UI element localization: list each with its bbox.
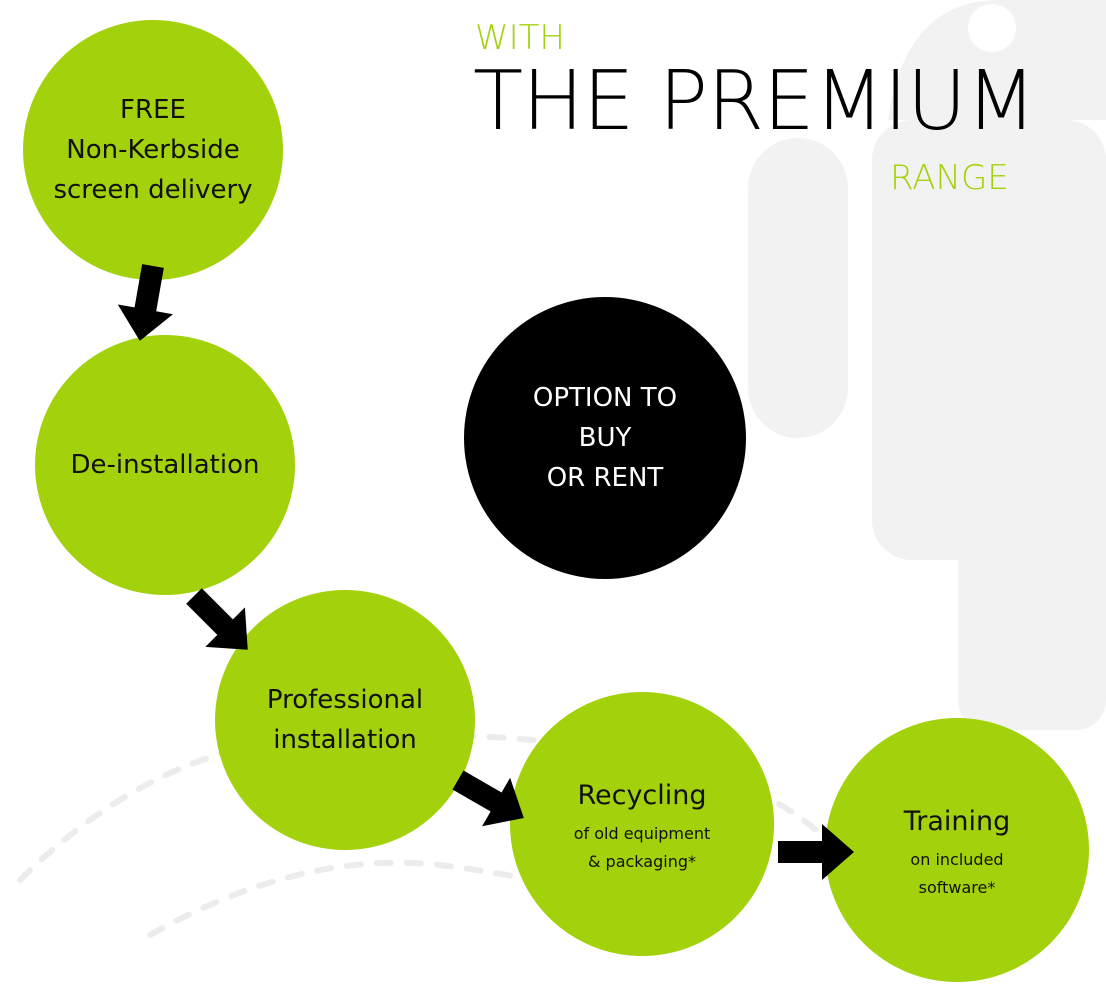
step-training-subtitle-2: software* — [918, 878, 996, 897]
option-line-1: OPTION TO — [532, 383, 678, 413]
step-training-circle: Training on included software* — [825, 718, 1089, 982]
step-deinstallation-circle: De-installation — [35, 335, 295, 595]
decor-figure-arm — [748, 138, 848, 438]
option-line-2: BUY — [578, 423, 632, 453]
step-delivery-line-3: screen delivery — [53, 175, 253, 205]
step-recycling-title: Recycling — [577, 780, 707, 811]
decor-figure-dot — [968, 4, 1016, 52]
step-delivery-line-2: Non-Kerbside — [66, 135, 240, 165]
decor-figure-leg — [958, 480, 1106, 730]
option-buy-rent-circle: OPTION TO BUY OR RENT — [464, 297, 746, 579]
step-delivery-circle: FREE Non-Kerbside screen delivery — [23, 20, 283, 280]
step-delivery-line-1: FREE — [120, 95, 186, 125]
step-recycling-subtitle-2: & packaging* — [587, 852, 696, 871]
step-installation-line-1: Professional — [266, 685, 424, 715]
step-installation-line-2: installation — [273, 725, 417, 755]
step-recycling-subtitle-1: of old equipment — [573, 824, 711, 843]
heading-title: THE PREMIUM — [473, 54, 1037, 149]
step-recycling-circle: Recycling of old equipment & packaging* — [510, 692, 774, 956]
decor-figure-body — [872, 120, 1106, 560]
step-training-subtitle-1: on included — [910, 850, 1004, 869]
step-training-title: Training — [903, 806, 1011, 837]
step-installation-circle: Professional installation — [215, 590, 475, 850]
step-deinstallation-line-1: De-installation — [70, 450, 260, 480]
option-line-3: OR RENT — [546, 463, 664, 493]
decor-figure-head — [888, 0, 1106, 120]
heading-with: WITH — [475, 18, 565, 58]
heading-range: RANGE — [890, 158, 1009, 198]
